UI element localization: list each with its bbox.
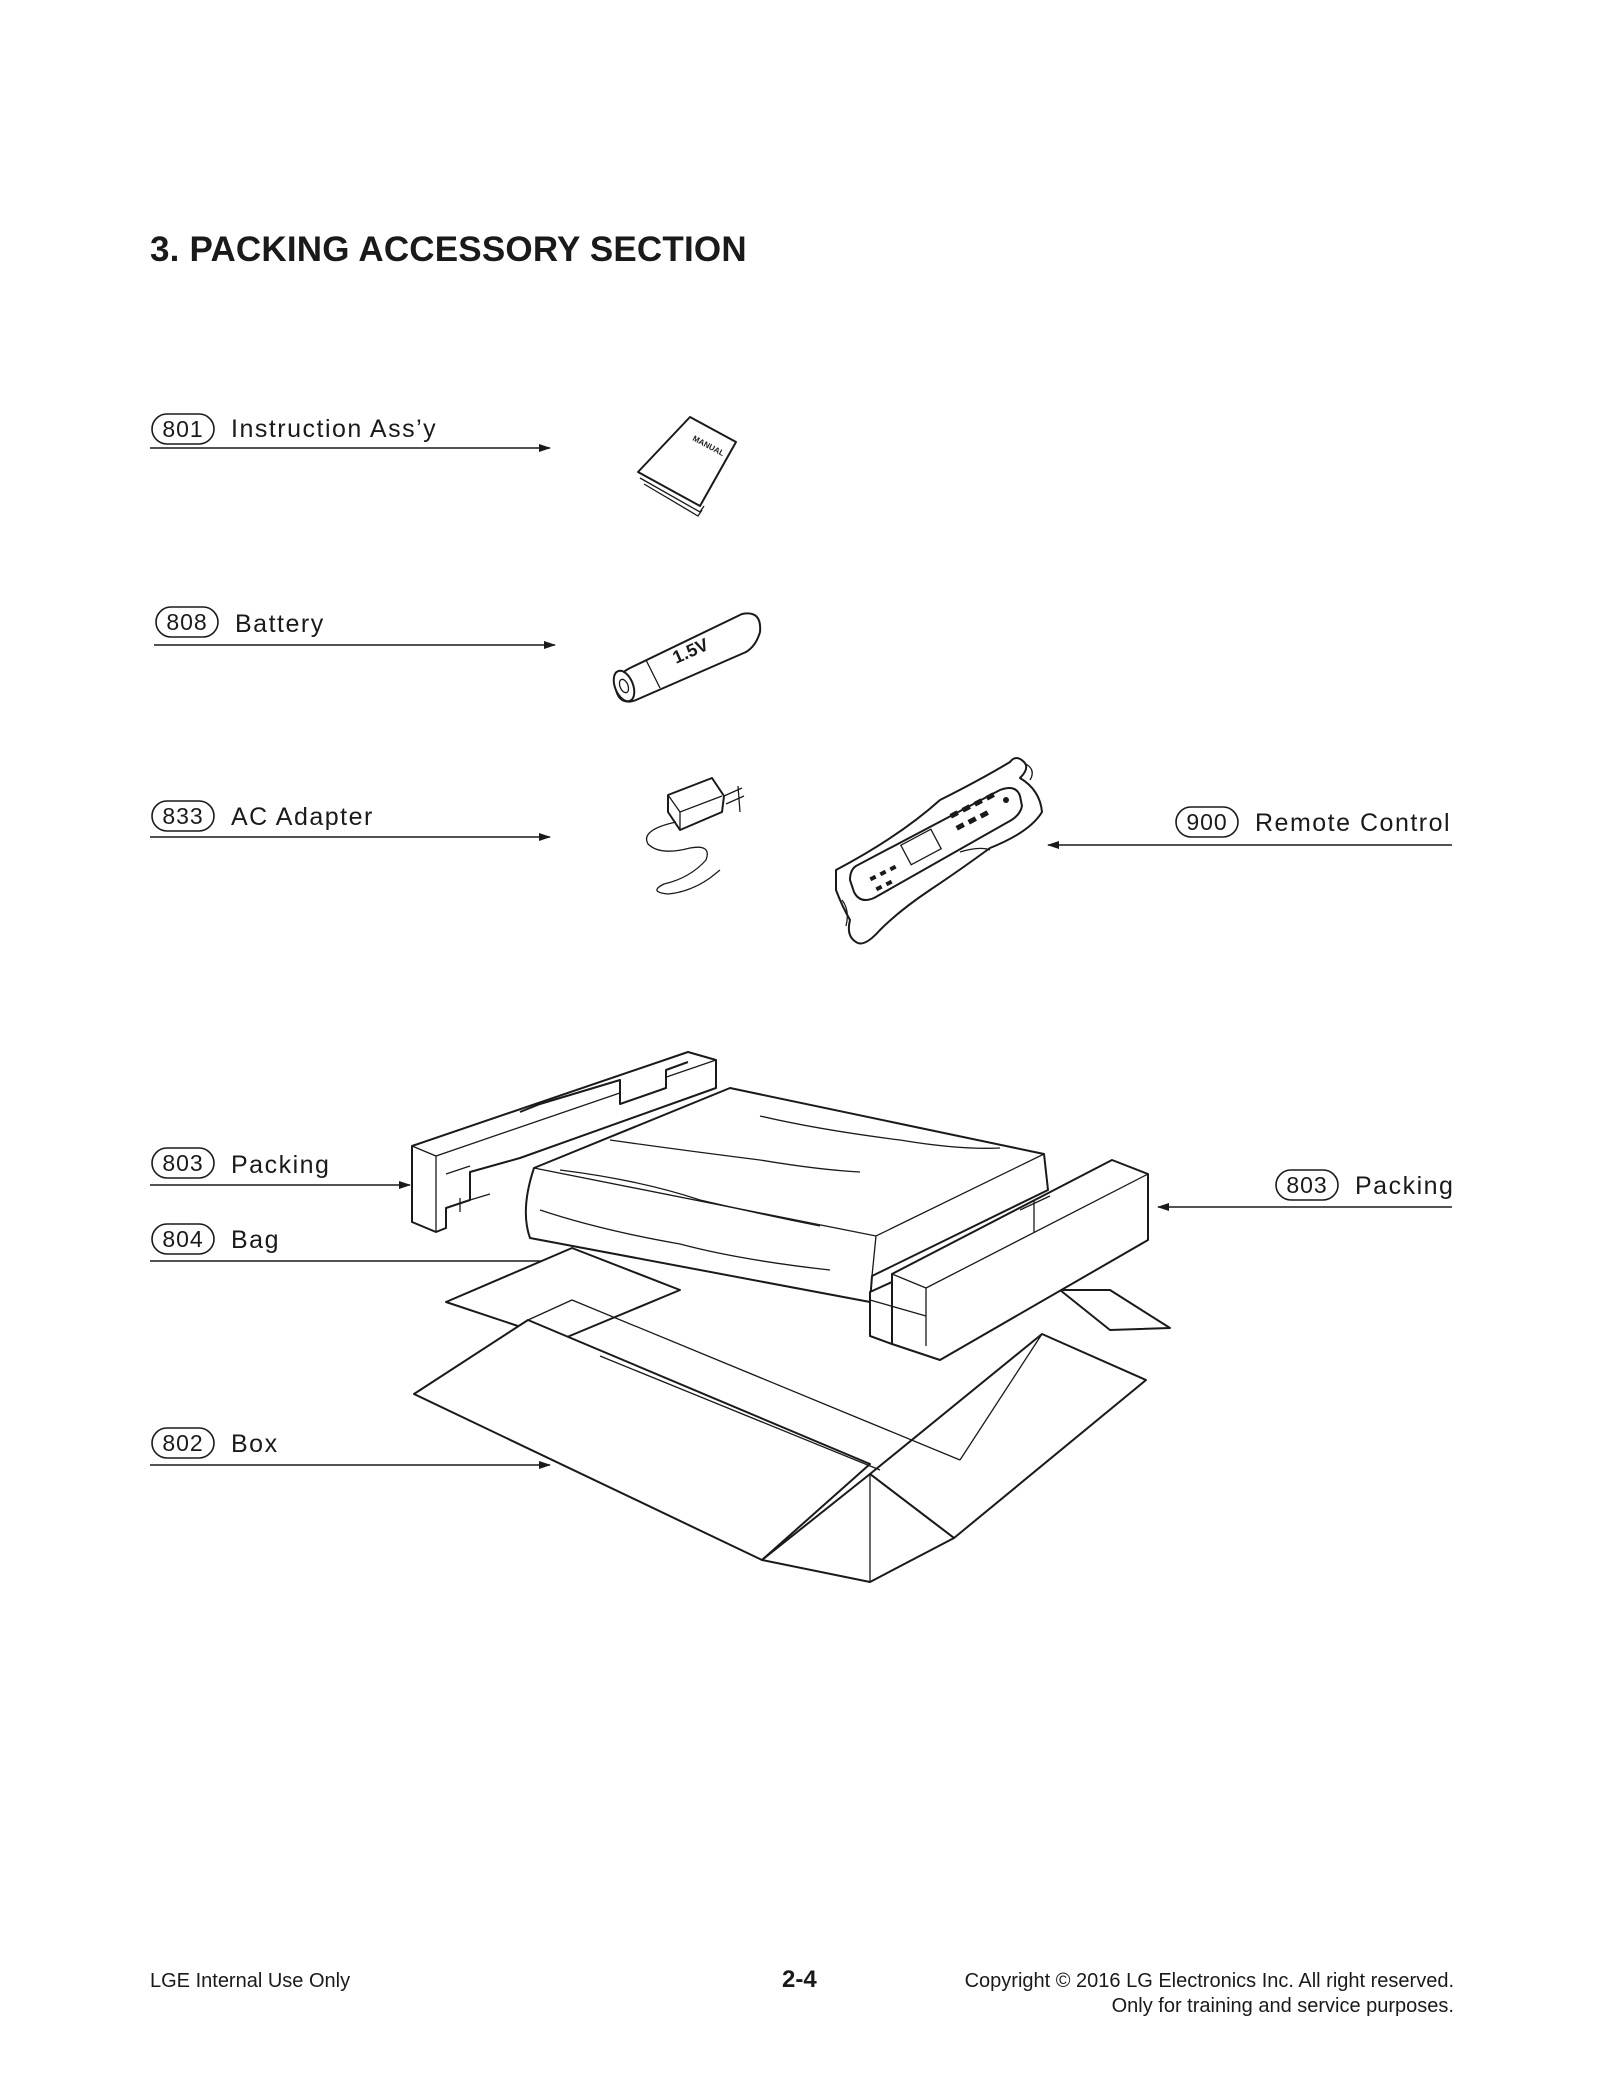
part-name: Instruction Ass’y xyxy=(231,415,437,443)
packing-foam-right-illustration xyxy=(869,1159,1149,1361)
callout-833-adapter: 833 AC Adapter xyxy=(150,800,551,841)
footer-purpose: Only for training and service purposes. xyxy=(1111,1995,1454,2017)
part-code: 801 xyxy=(162,416,203,442)
part-name: Battery xyxy=(235,610,325,638)
part-code: 804 xyxy=(162,1226,203,1252)
ac-adapter-illustration xyxy=(646,777,745,895)
part-name: Box xyxy=(231,1430,279,1458)
page-title: 3. PACKING ACCESSORY SECTION xyxy=(150,230,747,269)
part-code: 803 xyxy=(162,1150,203,1176)
part-name: Remote Control xyxy=(1255,809,1451,837)
footer-page-number: 2-4 xyxy=(782,1966,817,1993)
callout-803-packing-left: 803 Packing xyxy=(150,1147,411,1189)
part-code: 803 xyxy=(1286,1172,1327,1198)
footer-internal-use: LGE Internal Use Only xyxy=(150,1970,351,1992)
part-code: 833 xyxy=(162,803,203,829)
box-illustration xyxy=(413,1247,1171,1583)
callout-900-remote: 900 Remote Control xyxy=(1047,806,1452,849)
part-code: 900 xyxy=(1186,809,1227,835)
callout-802-box: 802 Box xyxy=(150,1427,551,1469)
part-code: 808 xyxy=(166,609,207,635)
footer-copyright: Copyright © 2016 LG Electronics Inc. All… xyxy=(964,1970,1454,1992)
part-name: Packing xyxy=(1355,1172,1454,1200)
remote-control-illustration xyxy=(835,757,1043,945)
callout-801-instruction: 801 Instruction Ass’y xyxy=(150,413,551,452)
packing-foam-left-illustration xyxy=(411,1051,717,1233)
manual-illustration: MANUAL xyxy=(637,416,737,517)
part-name: AC Adapter xyxy=(231,803,374,831)
callout-804-bag: 804 Bag xyxy=(150,1223,597,1265)
battery-illustration: 1.5V xyxy=(612,612,762,703)
callout-803-packing-right: 803 Packing xyxy=(1157,1169,1454,1211)
part-name: Bag xyxy=(231,1226,280,1254)
part-code: 802 xyxy=(162,1430,203,1456)
part-name: Packing xyxy=(231,1151,330,1179)
callout-808-battery: 808 Battery xyxy=(154,606,556,649)
